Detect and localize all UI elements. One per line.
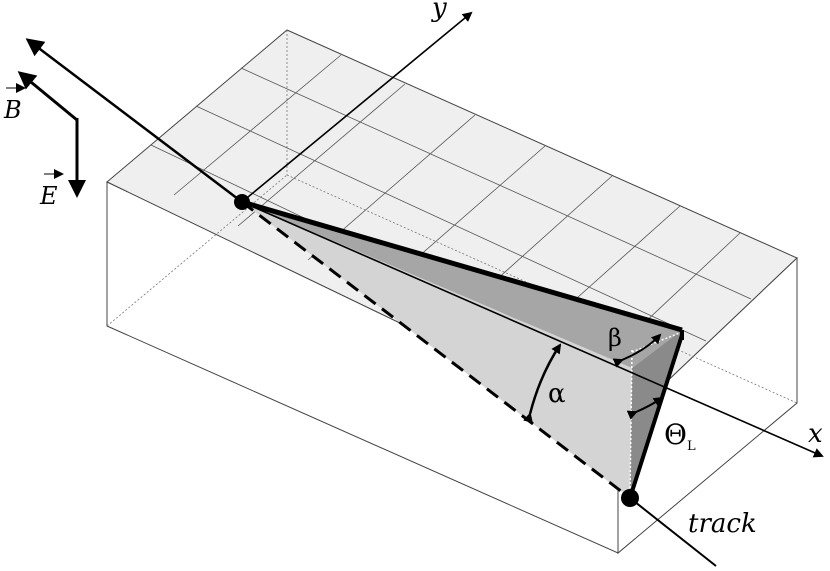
track-projection-dashed (241, 200, 631, 500)
theta-symbol: Θ (664, 418, 687, 451)
track-label: track (688, 509, 757, 539)
y-axis-label: y (431, 0, 447, 23)
hidden-edges (106, 30, 798, 404)
b-field-label: B (3, 96, 22, 124)
b-field-line (25, 38, 243, 203)
track-line (629, 497, 717, 567)
e-field-label: E (39, 182, 58, 210)
alpha-arc (523, 343, 562, 423)
dotted-projection (629, 349, 633, 496)
x-axis (241, 201, 824, 458)
lorentz-edge (241, 199, 683, 333)
y-axis (241, 11, 473, 203)
theta-label: ΘL (664, 418, 696, 454)
alpha-label: α (548, 379, 566, 409)
theta-arc (626, 396, 664, 420)
beta-arc (612, 333, 662, 368)
x-axis-label: x (808, 419, 823, 449)
drift-plane-mid (242, 202, 682, 368)
theta-subscript: L (687, 439, 696, 454)
origin-point (234, 194, 250, 210)
beta-label: β (608, 324, 622, 352)
b-arrow (17, 71, 78, 122)
track-point (621, 489, 639, 507)
